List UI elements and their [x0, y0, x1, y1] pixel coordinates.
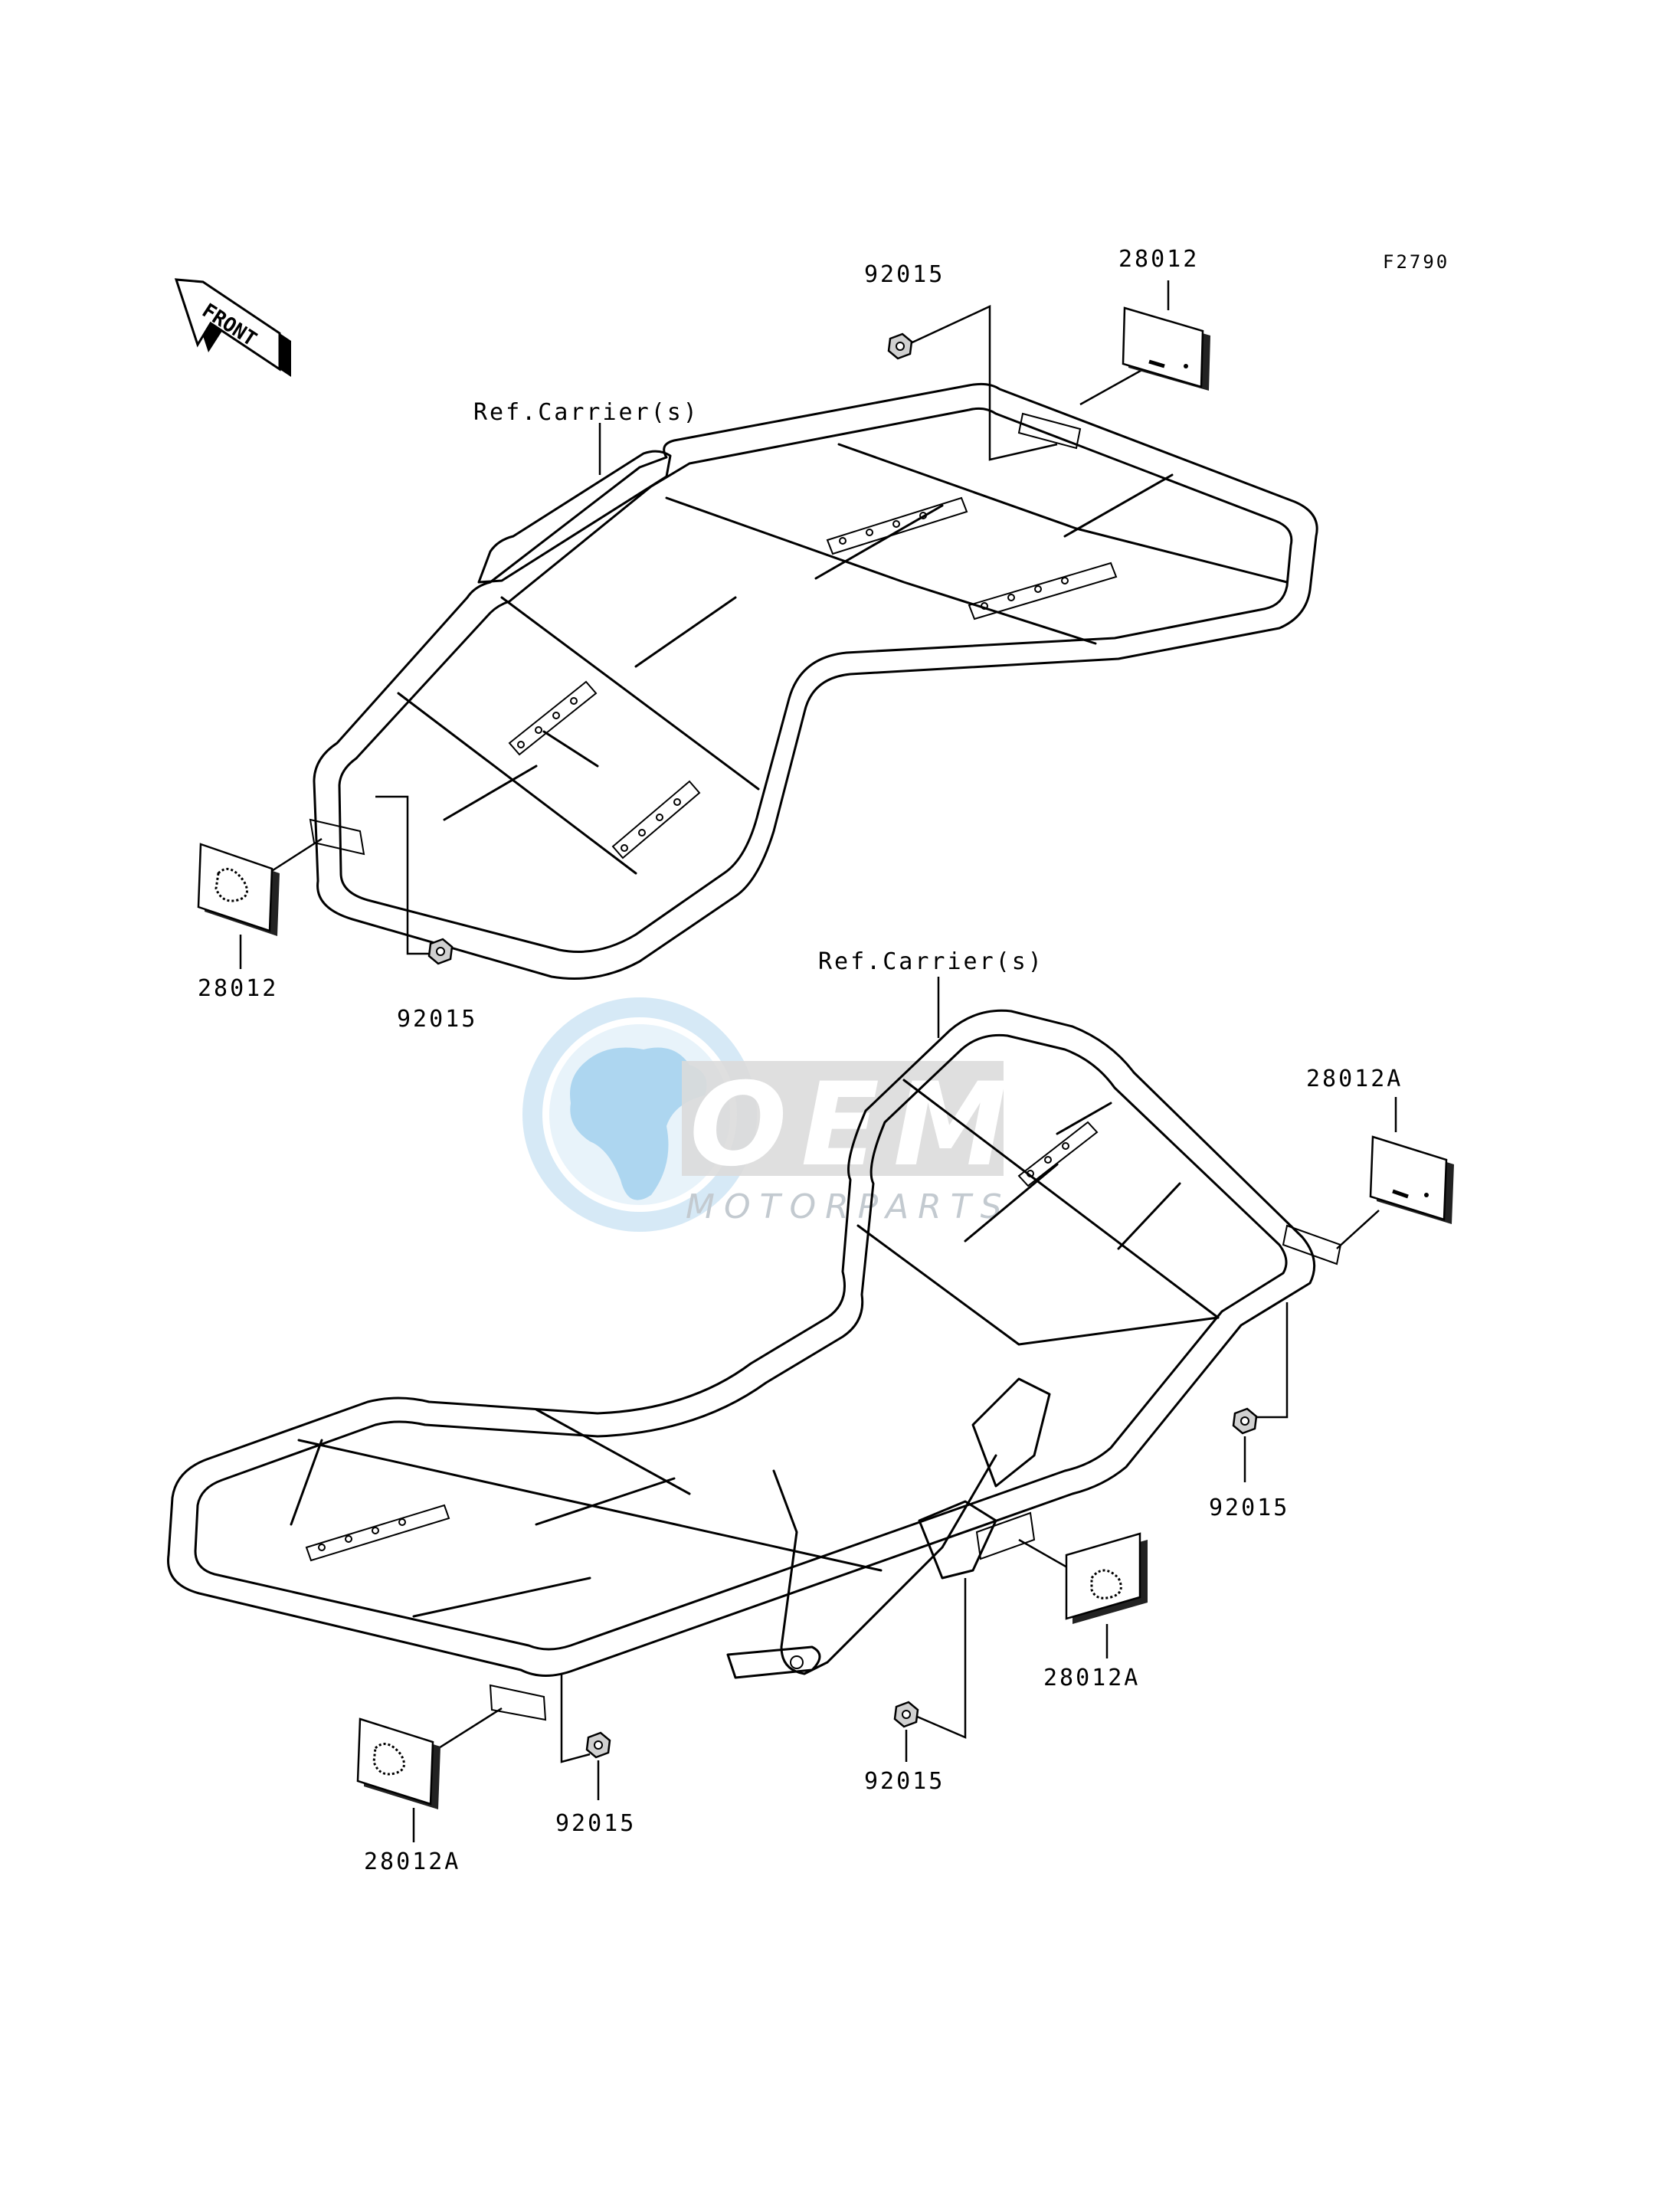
upper-carrier-slat-4 — [443, 765, 538, 821]
upper-carrier-crossbar-3 — [500, 596, 760, 791]
lower-carrier-support-3 — [918, 1500, 997, 1580]
lower-carrier-crossbar-1 — [856, 1224, 1220, 1346]
lower-carrier-slat-4 — [535, 1477, 676, 1526]
upper-carrier-crossbar-4 — [397, 692, 637, 875]
label-reflector-center: 28012A — [1043, 1665, 1140, 1691]
label-nut-left: 92015 — [397, 1006, 477, 1033]
ref-carrier-label-lower: Ref.Carrier(s) — [818, 948, 1044, 975]
label-nut-left-lower: 92015 — [555, 1810, 636, 1837]
leader-nut-center — [915, 1578, 967, 1739]
lower-carrier — [167, 1009, 1342, 1721]
figure-code: F2790 — [1383, 251, 1449, 273]
reflector-icon-right — [1369, 1135, 1454, 1224]
ref-carrier-label-upper: Ref.Carrier(s) — [473, 399, 699, 426]
label-nut-right: 92015 — [1209, 1495, 1289, 1521]
lower-carrier-slat-5 — [412, 1577, 591, 1618]
lower-carrier-slat-3 — [1056, 1102, 1112, 1135]
lower-right-bracket — [1282, 1224, 1342, 1265]
upper-left-bracket — [309, 818, 365, 856]
nut-icon-left-lower — [585, 1731, 611, 1759]
upper-carrier-mount-strip-2 — [968, 562, 1118, 620]
label-reflector-left: 28012 — [198, 975, 278, 1002]
lower-carrier-inner-frame — [194, 1033, 1288, 1651]
upper-carrier-mount-strip-4 — [611, 780, 701, 859]
leader-reflector-center — [1018, 1538, 1073, 1572]
lower-center-bracket — [975, 1511, 1036, 1560]
upper-carrier-crossbar-2 — [837, 443, 1289, 584]
leader-nut-left-lower — [560, 1674, 591, 1763]
label-nut-center: 92015 — [864, 1768, 945, 1795]
upper-carrier-outer-frame — [313, 382, 1318, 980]
upper-carrier-slat-3 — [634, 596, 737, 668]
lower-carrier-support — [772, 1454, 997, 1675]
lower-carrier-foot — [726, 1645, 821, 1679]
leader-nut-top — [903, 305, 1058, 461]
upper-carrier-mount-strip-1 — [826, 496, 968, 555]
label-reflector-left-lower: 28012A — [364, 1848, 460, 1875]
leader-reflector-left — [267, 837, 323, 875]
lower-carrier-outer-frame — [167, 1009, 1316, 1677]
lower-carrier-slat-6 — [290, 1439, 323, 1526]
lower-callouts: Ref.Carrier(s) 28012A 92015 28012A — [356, 948, 1454, 1875]
watermark-logo-text: OEM — [689, 1059, 1021, 1192]
upper-carrier-mount-strip-3 — [508, 680, 598, 756]
leader-reflector-left-lower — [428, 1707, 503, 1756]
label-reflector-right: 28012A — [1306, 1066, 1403, 1092]
upper-carrier-inner-frame — [338, 407, 1293, 953]
lower-carrier-mount-strip-1 — [1017, 1121, 1099, 1187]
lower-carrier-crossbar-2 — [902, 1079, 1220, 1319]
reflector-icon-top — [1122, 306, 1210, 391]
lower-carrier-slat-2 — [1117, 1182, 1181, 1250]
label-nut-top: 92015 — [864, 261, 945, 288]
watermark-logo-block — [682, 1061, 1004, 1176]
watermark-continents — [570, 1047, 707, 1200]
upper-carrier-slat-2 — [814, 504, 944, 580]
upper-carrier-handle — [477, 450, 672, 584]
watermark-sub-text: MOTORPARTS — [686, 1187, 1011, 1226]
upper-carrier — [309, 382, 1318, 980]
lower-carrier-hole — [790, 1655, 804, 1669]
upper-carrier-slat-5 — [542, 730, 599, 768]
lower-carrier-slat-1 — [964, 1163, 1059, 1243]
leader-nut-left — [375, 795, 429, 955]
front-arrow-body — [174, 278, 281, 372]
nut-icon-center — [893, 1701, 919, 1728]
lower-carrier-mount-strip-2 — [305, 1504, 450, 1562]
lower-carrier-crossbar-3 — [297, 1439, 883, 1572]
upper-carrier-slat-1 — [1063, 473, 1174, 538]
lower-left-bracket — [489, 1684, 547, 1721]
upper-rear-bracket — [1017, 412, 1082, 450]
lower-carrier-support-2 — [971, 1377, 1051, 1488]
nut-icon-right — [1232, 1407, 1258, 1435]
nut-icon-left — [427, 938, 454, 965]
label-reflector-top: 28012 — [1118, 246, 1199, 273]
nut-icon-top — [887, 332, 913, 360]
reflector-icon-left-lower — [356, 1717, 440, 1809]
watermark: OEM MOTORPARTS — [522, 997, 1021, 1232]
leader-reflector-right — [1336, 1097, 1397, 1249]
upper-carrier-crossbar-1 — [665, 496, 1097, 645]
upper-callouts: Ref.Carrier(s) 92015 28012 28012 92015 — [197, 246, 1210, 1033]
lower-carrier-crossbar-4 — [535, 1408, 691, 1495]
leader-nut-right — [1245, 1302, 1289, 1419]
reflector-icon-center — [1065, 1532, 1148, 1624]
reflector-icon-left — [197, 843, 280, 936]
front-arrow: FRONT — [174, 278, 291, 377]
